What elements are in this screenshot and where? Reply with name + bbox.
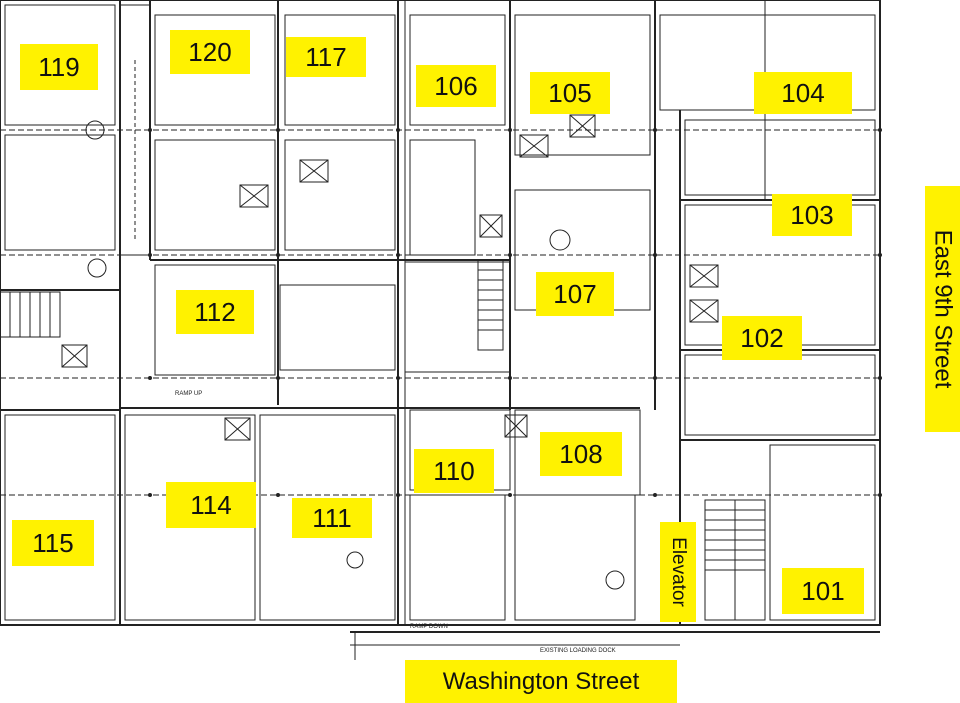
unit-label-105: 105 <box>530 72 610 114</box>
unit-label-110: 110 <box>414 449 494 493</box>
east-street-text: East 9th Street <box>929 229 957 389</box>
unit-label-119: 119 <box>20 44 98 90</box>
unit-label-104: 104 <box>754 72 852 114</box>
unit-label-111: 111 <box>292 498 372 538</box>
unit-label-107: 107 <box>536 272 614 316</box>
unit-label-106: 106 <box>416 65 496 107</box>
unit-label-117: 117 <box>286 37 366 77</box>
unit-label-115: 115 <box>12 520 94 566</box>
unit-label-103: 103 <box>772 194 852 236</box>
ramp-up-note: RAMP UP <box>175 391 202 397</box>
unit-label-101: 101 <box>782 568 864 614</box>
south-street-label: Washington Street <box>405 660 677 703</box>
unit-label-112: 112 <box>176 290 254 334</box>
unit-label-102: 102 <box>722 316 802 360</box>
elevator-text: Elevator <box>668 537 690 607</box>
loading-dock-note: EXISTING LOADING DOCK <box>540 648 616 654</box>
elevator-label: Elevator <box>660 522 696 622</box>
ramp-down-note: RAMP DOWN <box>410 624 448 630</box>
unit-label-114: 114 <box>166 482 256 528</box>
unit-label-108: 108 <box>540 432 622 476</box>
east-street-label: East 9th Street <box>925 186 960 432</box>
unit-label-120: 120 <box>170 30 250 74</box>
south-street-text: Washington Street <box>442 667 640 695</box>
